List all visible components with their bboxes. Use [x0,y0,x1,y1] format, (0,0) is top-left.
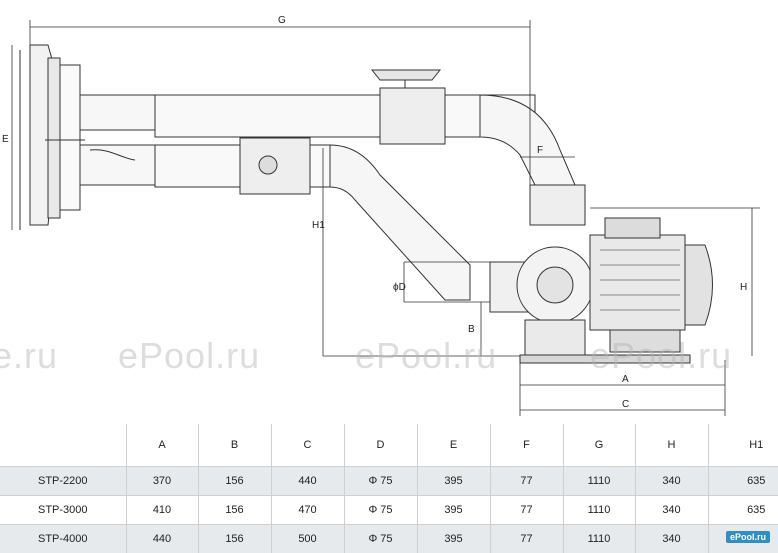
cell-b: 156 [198,496,271,525]
header-c: C [271,424,344,467]
cell-a: 370 [126,467,198,496]
cell-e: 395 [417,496,490,525]
cell-f: 77 [490,467,563,496]
upper-valve [372,70,445,144]
header-b: B [198,424,271,467]
cell-a: 410 [126,496,198,525]
cell-h1: 635 [708,467,778,496]
cell-a: 440 [126,525,198,553]
cell-b: 156 [198,467,271,496]
header-h1: H1 [708,424,778,467]
watermark-text: ePool.ru [118,335,260,377]
cell-c: 440 [271,467,344,496]
cell-e: 395 [417,467,490,496]
cell-g: 1110 [563,467,635,496]
header-g: G [563,424,635,467]
table-row: STP-3000 410 156 470 Φ 75 395 77 1110 34… [0,496,778,525]
header-e: E [417,424,490,467]
wall-fitting [20,45,85,230]
dim-label-c: C [622,399,629,410]
watermark-text: ePool.ru [355,335,497,377]
dim-label-f: F [537,145,543,156]
cell-g: 1110 [563,496,635,525]
header-h: H [635,424,708,467]
cell-model: STP-4000 [0,525,126,553]
dim-label-h: H [740,282,747,293]
lower-valve [240,138,310,194]
cell-h: 340 [635,525,708,553]
cell-e: 395 [417,525,490,553]
cell-d: Φ 75 [344,496,417,525]
cell-h: 340 [635,467,708,496]
cell-f: 77 [490,525,563,553]
dim-label-d: ϕD [393,282,406,293]
header-a: A [126,424,198,467]
dim-label-g: G [278,15,286,26]
cell-d: Φ 75 [344,467,417,496]
watermark-text: e.ru [0,335,58,377]
dim-label-e: E [2,134,9,145]
table-header-row: A B C D E F G H H1 [0,424,778,467]
watermark-text: ePool.ru [590,335,732,377]
dim-label-b: B [468,324,475,335]
header-d: D [344,424,417,467]
cell-model: STP-2200 [0,467,126,496]
cell-g: 1110 [563,525,635,553]
specification-table: A B C D E F G H H1 STP-2200 370 156 440 … [0,424,778,553]
cell-c: 470 [271,496,344,525]
table-row: STP-4000 440 156 500 Φ 75 395 77 1110 34… [0,525,778,553]
header-f: F [490,424,563,467]
cell-f: 77 [490,496,563,525]
header-model [0,424,126,467]
dim-label-h1: H1 [312,220,325,231]
cell-c: 500 [271,525,344,553]
pump [490,185,593,360]
cell-model: STP-3000 [0,496,126,525]
cell-h1: 635 [708,496,778,525]
table-row: STP-2200 370 156 440 Φ 75 395 77 1110 34… [0,467,778,496]
cell-d: Φ 75 [344,525,417,553]
brand-badge: ePool.ru [726,531,770,543]
cell-b: 156 [198,525,271,553]
cell-h: 340 [635,496,708,525]
